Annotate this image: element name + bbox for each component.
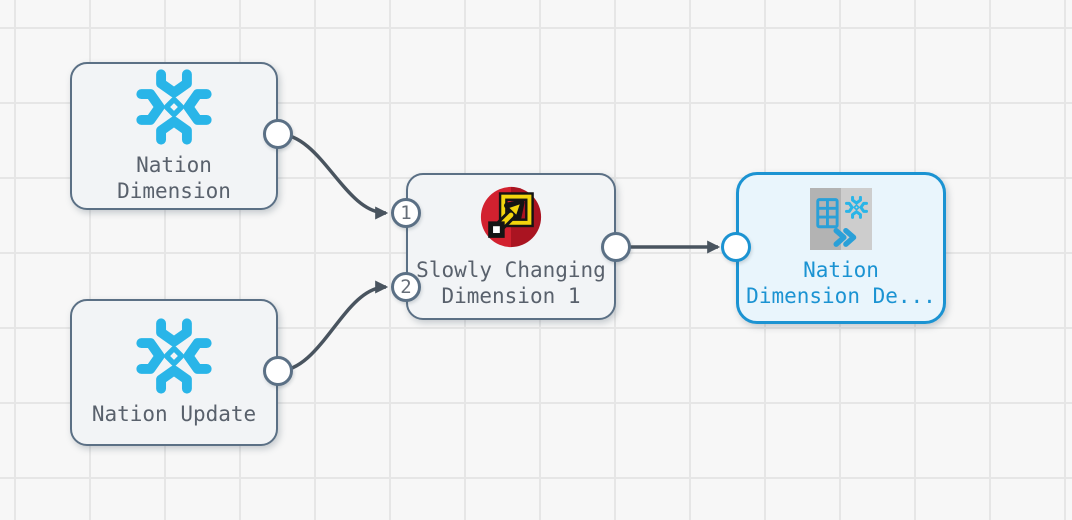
input-port-nation-dimension-dest[interactable] bbox=[721, 232, 751, 262]
snowflake-icon bbox=[136, 318, 212, 394]
output-port-nation-update[interactable] bbox=[263, 356, 293, 386]
node-label-line: Dimension De... bbox=[746, 283, 936, 308]
node-nation-update[interactable]: Nation Update bbox=[70, 299, 278, 446]
input-port-number: 2 bbox=[400, 276, 412, 298]
node-label-line: Nation Update bbox=[91, 402, 257, 426]
node-label: Nation Dimension De... bbox=[746, 257, 936, 309]
snowflake-icon bbox=[136, 69, 212, 145]
node-nation-dimension-dest[interactable]: Nation Dimension De... bbox=[736, 172, 946, 324]
node-label-line: Slowly Changing bbox=[416, 258, 606, 282]
node-label-line: Dimension bbox=[117, 178, 231, 203]
edge-nation-dimension-to-scd-1[interactable] bbox=[277, 132, 389, 220]
table-output-snowflake-icon bbox=[810, 187, 872, 250]
node-label: Nation Update bbox=[92, 401, 256, 427]
node-label-line: Dimension 1 bbox=[441, 284, 581, 308]
input-port-number: 1 bbox=[400, 202, 412, 224]
node-label-line: Nation bbox=[136, 152, 212, 177]
node-label-line: Nation bbox=[803, 257, 879, 282]
node-label: Nation Dimension bbox=[117, 152, 231, 204]
node-label: Slowly Changing Dimension 1 bbox=[416, 257, 606, 309]
scd-icon bbox=[478, 184, 544, 250]
output-port-nation-dimension[interactable] bbox=[263, 119, 293, 149]
input-port-2-scd[interactable]: 2 bbox=[391, 272, 421, 302]
edge-nation-update-to-scd-2[interactable] bbox=[277, 280, 389, 373]
input-port-1-scd[interactable]: 1 bbox=[391, 198, 421, 228]
node-slowly-changing-dimension[interactable]: Slowly Changing Dimension 1 bbox=[406, 173, 616, 320]
output-port-scd[interactable] bbox=[601, 232, 631, 262]
node-nation-dimension[interactable]: Nation Dimension bbox=[70, 62, 278, 210]
